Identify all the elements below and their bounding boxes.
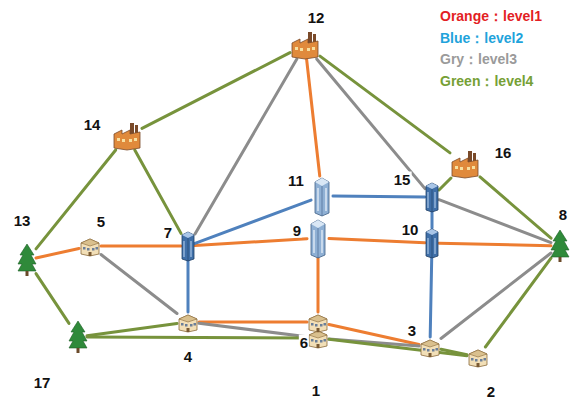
house-icon: [177, 312, 199, 332]
node-number: 17: [33, 375, 52, 390]
station-node: 6: [307, 312, 329, 332]
tall-icon: [425, 228, 439, 258]
link-line: [36, 248, 79, 258]
node-number: 16: [494, 145, 513, 160]
station-node: 17: [69, 321, 87, 353]
link-line: [485, 258, 551, 347]
tall-icon: [425, 182, 439, 212]
station-node: 7: [181, 231, 195, 261]
link-line: [36, 274, 69, 324]
node-number: 7: [163, 225, 173, 240]
legend-entry: Orange：level1: [440, 6, 542, 28]
station-node: 4: [177, 312, 199, 332]
link-line: [431, 212, 434, 228]
link-line: [135, 150, 181, 233]
link-line: [195, 239, 307, 246]
link-line: [101, 255, 177, 314]
link-line: [87, 336, 307, 340]
legend-text: Orange：level1: [440, 8, 542, 24]
node-number: 2: [486, 384, 496, 399]
node-number: 5: [96, 214, 106, 229]
station-node: 8: [551, 230, 569, 262]
link-line: [307, 59, 320, 176]
station-node: 3: [419, 337, 441, 357]
station-node: 11: [311, 176, 333, 216]
station-node: 5: [79, 236, 101, 256]
link-line: [199, 321, 307, 324]
tree-icon: [551, 230, 569, 262]
station-node: 2: [467, 347, 489, 367]
factory-icon: [112, 122, 142, 150]
legend-entry: Blue：level2: [440, 28, 542, 50]
legend-text: Blue：level2: [440, 30, 523, 46]
node-number: 11: [287, 173, 305, 188]
link-line: [317, 328, 320, 332]
factory-icon: [290, 31, 320, 59]
legend: Orange：level1Blue：level2Gry：level3Green：…: [440, 6, 542, 92]
link-line: [439, 243, 551, 246]
link-line: [199, 323, 307, 336]
tree-icon: [18, 244, 36, 276]
node-number: 8: [558, 207, 568, 222]
link-line: [101, 245, 181, 248]
node-number: 4: [183, 349, 193, 364]
station-node: 10: [425, 228, 439, 258]
factory-icon: [450, 150, 480, 178]
legend-entry: Gry：level3: [440, 49, 542, 71]
node-number: 10: [401, 222, 420, 237]
link-line: [320, 56, 450, 153]
node-number: 1: [311, 383, 321, 398]
tower-icon: [311, 176, 333, 216]
link-line: [439, 178, 451, 190]
link-line: [441, 349, 467, 354]
link-line: [142, 53, 290, 129]
link-line: [187, 261, 190, 312]
tall-icon: [181, 231, 195, 261]
link-line: [317, 258, 320, 312]
link-line: [430, 258, 432, 337]
house-icon: [307, 312, 329, 332]
legend-text: Green：level4: [440, 73, 533, 89]
link-line: [329, 339, 467, 355]
tower-icon: [307, 218, 329, 258]
node-number: 14: [83, 117, 102, 132]
node-number: 3: [407, 323, 417, 338]
house-icon: [467, 347, 489, 367]
station-node: 14: [112, 122, 142, 150]
link-line: [87, 324, 177, 336]
station-node: 12: [290, 31, 320, 59]
house-icon: [79, 236, 101, 256]
node-number: 12: [307, 10, 326, 25]
link-line: [480, 177, 551, 238]
node-number: 9: [292, 223, 302, 238]
station-node: 9: [307, 218, 329, 258]
legend-text: Gry：level3: [440, 51, 517, 67]
link-line: [195, 59, 297, 234]
link-line: [36, 150, 116, 249]
station-node: 15: [425, 182, 439, 212]
node-number: 6: [299, 335, 309, 350]
link-line: [329, 238, 425, 242]
link-line: [441, 253, 551, 338]
house-icon: [419, 337, 441, 357]
station-node: 16: [450, 150, 480, 178]
link-line: [333, 195, 425, 199]
node-number: 15: [393, 172, 412, 187]
link-line: [439, 200, 551, 243]
node-number: 13: [13, 213, 32, 228]
tree-icon: [69, 321, 87, 353]
legend-entry: Green：level4: [440, 71, 542, 93]
station-node: 13: [18, 244, 36, 276]
